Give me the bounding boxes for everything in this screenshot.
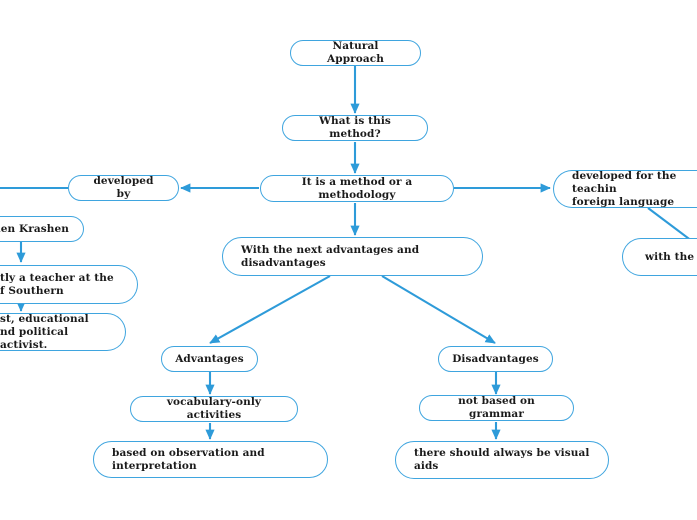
node-vocabulary-only-activities-label: vocabulary-only activities: [166, 396, 262, 421]
node-developed-by[interactable]: developed by: [68, 175, 179, 201]
node-what-is-this-method[interactable]: What is this method?: [282, 115, 428, 141]
node-method-or-methodology-label: It is a method or a methodology: [301, 175, 413, 201]
node-teaching-foreign-language[interactable]: developed for the teachin foreign langua…: [553, 170, 697, 208]
node-krashen-activist[interactable]: st, educational nd political activist.: [0, 313, 126, 351]
node-with-the-focus-label: with the fo: [645, 250, 695, 263]
node-advantages-disadvantages-label: With the next advantages and disadvantag…: [241, 243, 420, 269]
node-natural-approach-label: Natural Approach: [327, 40, 384, 65]
node-visual-aids-label: there should always be visual aids: [414, 447, 590, 472]
node-krashen-teacher[interactable]: tly a teacher at the f Southern: [0, 265, 138, 304]
node-advantages[interactable]: Advantages: [161, 346, 258, 372]
node-visual-aids[interactable]: there should always be visual aids: [395, 441, 609, 479]
node-advantages-disadvantages[interactable]: With the next advantages and disadvantag…: [222, 237, 483, 276]
edge-advdis-to-advantages: [209, 275, 331, 344]
node-disadvantages[interactable]: Disadvantages: [438, 346, 553, 372]
node-not-based-on-grammar[interactable]: not based on grammar: [419, 395, 574, 421]
node-disadvantages-label: Disadvantages: [452, 352, 539, 365]
node-stephen-krashen-label: hen Krashen: [0, 222, 69, 235]
edge-advdis-to-disadvantages: [381, 275, 496, 344]
node-based-on-observation-label: based on observation and interpretation: [112, 446, 265, 472]
node-based-on-observation[interactable]: based on observation and interpretation: [93, 441, 328, 478]
node-not-based-on-grammar-label: not based on grammar: [458, 395, 535, 420]
node-natural-approach[interactable]: Natural Approach: [290, 40, 421, 66]
node-vocabulary-only-activities[interactable]: vocabulary-only activities: [130, 396, 298, 422]
node-teaching-foreign-language-label: developed for the teachin foreign langua…: [572, 170, 677, 208]
node-what-is-this-method-label: What is this method?: [319, 115, 391, 140]
node-krashen-activist-label: st, educational nd political activist.: [0, 313, 89, 351]
node-with-the-focus[interactable]: with the fo: [622, 238, 697, 276]
node-developed-by-label: developed by: [93, 175, 154, 200]
node-method-or-methodology[interactable]: It is a method or a methodology: [260, 175, 454, 202]
node-krashen-teacher-label: tly a teacher at the f Southern: [0, 271, 114, 297]
node-stephen-krashen[interactable]: hen Krashen: [0, 216, 84, 242]
node-advantages-label: Advantages: [175, 352, 244, 365]
